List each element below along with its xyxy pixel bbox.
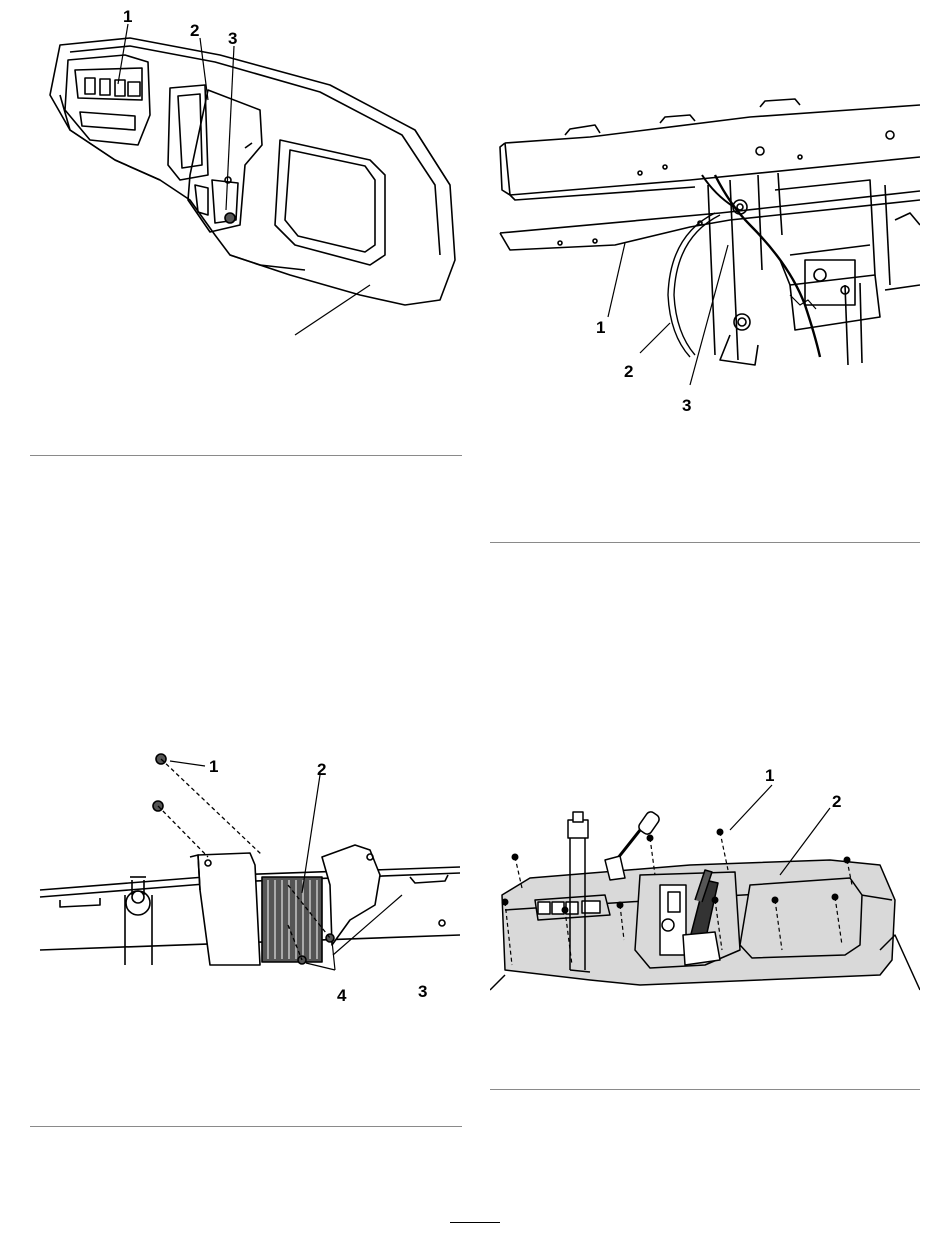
callout-3: 3 (418, 982, 427, 1001)
callout-2: 2 (832, 792, 841, 811)
callout-1: 1 (209, 757, 218, 776)
section-divider (490, 1089, 920, 1090)
callout-3: 3 (228, 29, 237, 48)
callout-1: 1 (765, 766, 774, 785)
callout-1: 1 (596, 318, 605, 337)
section-divider (30, 1126, 462, 1127)
callout-2: 2 (190, 21, 199, 40)
callout-2: 2 (317, 760, 326, 779)
section-divider (490, 542, 920, 543)
figure-dash-screws: 1 2 (490, 760, 920, 1010)
page-number-rule (450, 1222, 500, 1223)
callout-3: 3 (682, 396, 691, 415)
figure-frame-cable: 1 2 3 (490, 95, 920, 415)
section-divider (30, 455, 462, 456)
callout-2: 2 (624, 362, 633, 381)
figure-dash-panel: 1 2 3 (30, 0, 470, 345)
callout-1: 1 (123, 7, 132, 26)
figure-bracket-nuts: 1 2 3 4 (30, 745, 460, 1015)
callout-4: 4 (337, 986, 347, 1005)
